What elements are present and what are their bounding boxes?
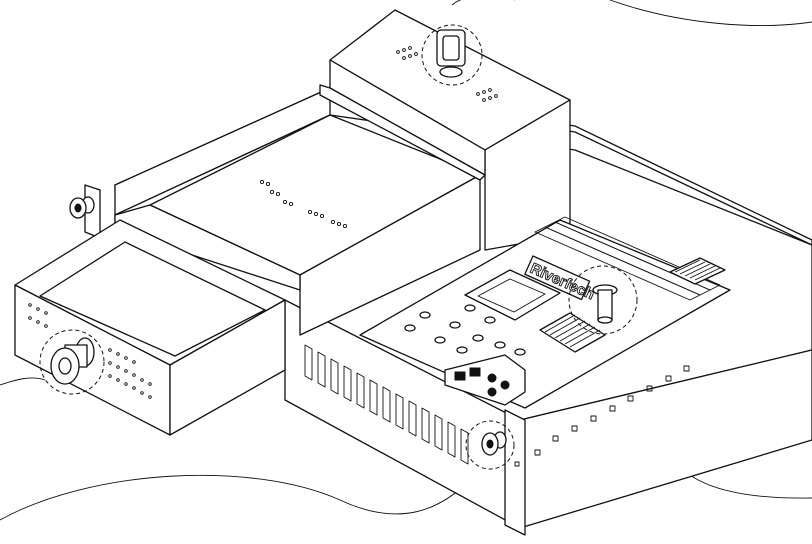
- left-flange-thumbscrew: [69, 196, 95, 219]
- tray-vent-dots: [28, 303, 152, 399]
- psu-thumbscrew-callout-circle: [421, 24, 483, 86]
- psu-thumbscrew: [436, 29, 466, 78]
- standoff-callout-circle: [568, 265, 638, 335]
- front-thumbscrew-callout-circle: [465, 420, 515, 470]
- psu-vent-dots: [396, 46, 498, 102]
- power-supply-box: [319, 9, 571, 251]
- tray-thumbscrew: [50, 337, 95, 385]
- tray-thumbscrew-callout-circle: [39, 329, 105, 395]
- cpu-socket: [464, 269, 561, 321]
- standoff-screw: [592, 284, 618, 324]
- drive-tray: [14, 219, 286, 436]
- io-port-connector: [669, 257, 726, 285]
- cage-vent-dots: [259, 179, 348, 229]
- heatsink: [539, 312, 606, 353]
- capacitors: [404, 304, 526, 356]
- motherboard: Riverfech: [359, 216, 731, 409]
- front-vent-grille: [304, 344, 469, 465]
- front-flange-thumbscrew: [481, 431, 507, 456]
- side-vent-holes: [514, 365, 690, 467]
- dimm-slots: [534, 216, 721, 301]
- rear-io-ports: [444, 354, 526, 406]
